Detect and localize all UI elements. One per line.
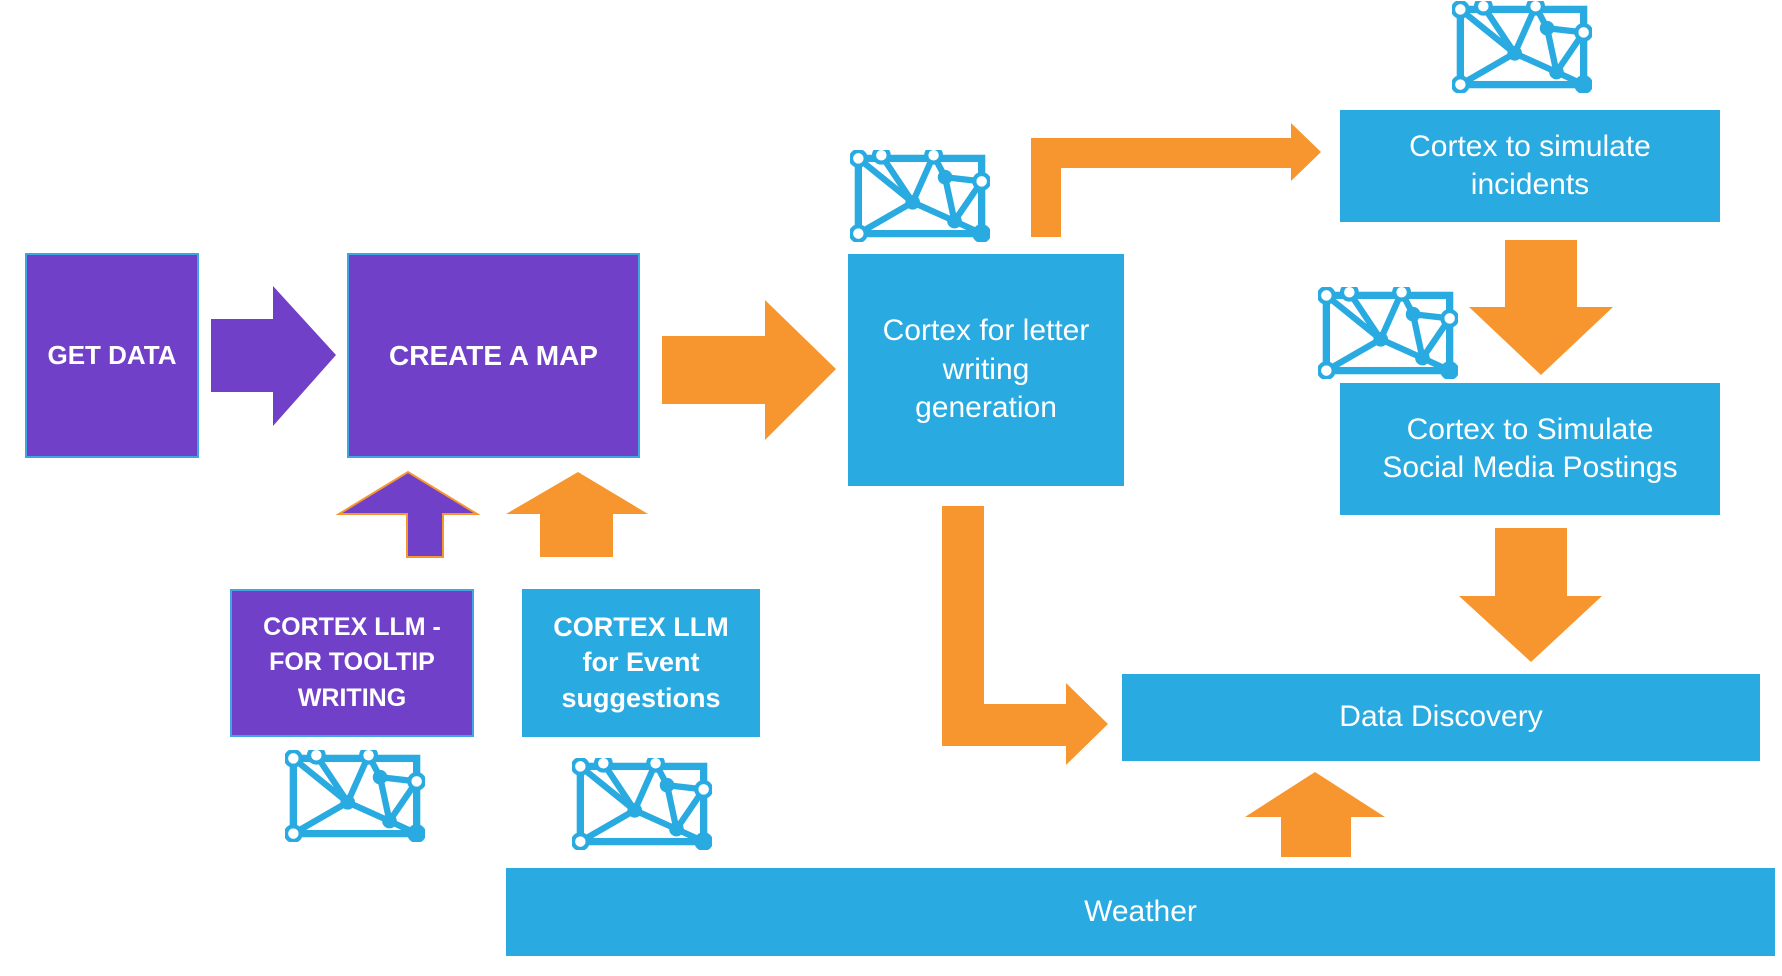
network-map-icon	[850, 150, 990, 242]
cortex-incidents-label: Cortex to simulate incidents	[1409, 129, 1651, 201]
arrow-tooltip-up	[335, 470, 481, 558]
data-discovery-label: Data Discovery	[1339, 700, 1543, 734]
weather-box: Weather	[506, 868, 1775, 956]
network-map-icon	[572, 758, 712, 850]
network-map-icon	[1318, 287, 1458, 379]
get-data-label: GET DATA	[47, 339, 177, 370]
cortex-social-label: Cortex to Simulate Social Media Postings	[1382, 412, 1678, 484]
get-data-box: GET DATA	[25, 253, 199, 458]
cortex-tooltip-box: CORTEX LLM - FOR TOOLTIP WRITING	[230, 589, 474, 737]
data-discovery-box: Data Discovery	[1122, 674, 1760, 761]
arrow-letter-to-discovery	[942, 506, 1108, 765]
arrow-social-to-discovery	[1459, 528, 1602, 662]
arrow-incidents-to-social	[1469, 240, 1613, 375]
arrow-event-up	[506, 472, 648, 557]
create-map-label: CREATE A MAP	[389, 339, 598, 371]
cortex-event-box: CORTEX LLM for Event suggestions	[522, 589, 760, 737]
network-map-icon	[285, 750, 425, 842]
create-map-box: CREATE A MAP	[347, 253, 640, 458]
arrow-map-to-letter	[662, 300, 836, 440]
cortex-social-box: Cortex to Simulate Social Media Postings	[1340, 383, 1720, 515]
arrow-weather-up	[1245, 772, 1385, 857]
cortex-letter-label: Cortex for letter writing generation	[882, 314, 1090, 425]
arrow-letter-to-incidents	[1031, 123, 1321, 237]
weather-label: Weather	[1084, 894, 1197, 928]
cortex-letter-box: Cortex for letter writing generation	[848, 254, 1124, 486]
cortex-incidents-box: Cortex to simulate incidents	[1340, 110, 1720, 222]
cortex-tooltip-label: CORTEX LLM - FOR TOOLTIP WRITING	[263, 612, 441, 712]
arrow-get-data-to-map	[211, 286, 336, 426]
cortex-event-label: CORTEX LLM for Event suggestions	[553, 612, 729, 713]
network-map-icon	[1452, 1, 1592, 93]
